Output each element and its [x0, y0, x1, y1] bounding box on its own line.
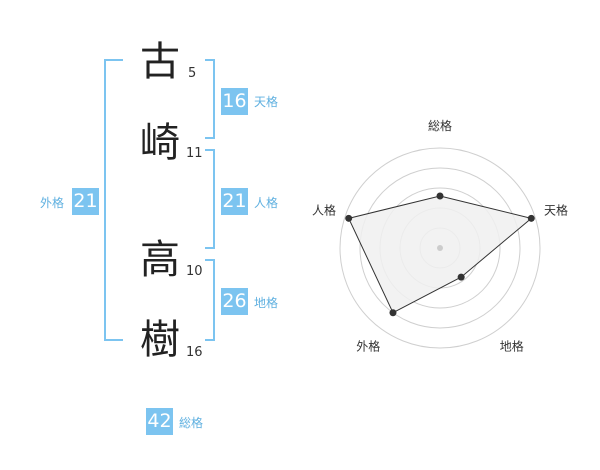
jinkaku-value: 21	[221, 188, 248, 215]
chikaku-value: 26	[221, 288, 248, 315]
soukaku-value: 42	[146, 408, 173, 435]
name-char-1-strokes: 5	[188, 66, 197, 81]
radar-axis-label-1: 総格	[428, 118, 452, 133]
gaikaku-value: 21	[72, 188, 99, 215]
name-char-3: 高	[140, 237, 180, 283]
jinkaku-bracket	[205, 149, 215, 249]
radar-axis-label-4: 外格	[356, 339, 380, 354]
name-char-1: 古	[140, 39, 180, 85]
radar-area	[347, 195, 533, 314]
radar-grid-ring	[339, 147, 541, 349]
tenkaku-value: 16	[221, 88, 248, 115]
jinkaku-label: 人格	[254, 196, 279, 210]
soukaku-label: 総格	[179, 416, 204, 430]
name-char-2: 崎	[140, 120, 180, 166]
radar-point-4	[389, 309, 397, 317]
tenkaku-bracket	[205, 59, 215, 139]
radar-point-5	[345, 214, 353, 222]
radar-dots	[345, 192, 535, 317]
radar-center-dot	[437, 245, 443, 251]
radar-axis-label-5: 人格	[312, 202, 336, 217]
tenkaku-label: 天格	[254, 95, 279, 109]
gaikaku-label: 外格	[40, 196, 65, 210]
name-char-4: 樹	[140, 317, 180, 363]
radar-point-3	[457, 273, 465, 281]
chikaku-bracket	[205, 259, 215, 341]
chikaku-label: 地格	[254, 296, 279, 310]
radar-grid-ring	[359, 167, 521, 329]
radar-axis-label-2: 天格	[544, 202, 568, 217]
gaikaku-bracket	[104, 59, 123, 341]
radar-point-1	[436, 192, 444, 200]
radar-axis-label-3: 地格	[500, 339, 524, 354]
name-char-3-strokes: 10	[186, 264, 203, 279]
name-char-2-strokes: 11	[186, 146, 203, 161]
radar-point-2	[527, 214, 535, 222]
name-char-4-strokes: 16	[186, 345, 203, 360]
